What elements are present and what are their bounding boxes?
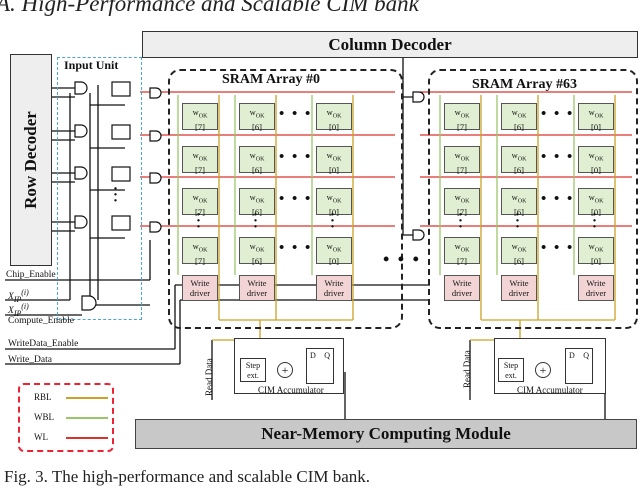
sram-cell-a63-r3-c0: wOK[7]: [444, 237, 480, 266]
section-title: A. High-Performance and Scalable CIM ban…: [0, 0, 419, 16]
row-dots: ···: [196, 207, 202, 235]
sram-cell-a0-r0-c0: wOK[7]: [182, 103, 218, 132]
column-dots: • • •: [541, 191, 575, 207]
legend: RBL WBL WL: [18, 383, 114, 452]
cim-accumulator-0-label: CIM Accumulator: [258, 385, 324, 395]
row-dots: ···: [592, 207, 598, 235]
adder-0: +: [277, 362, 293, 378]
sram-cell-a0-r2-c0: wOK[7]: [182, 188, 218, 217]
compute-enable-label: Compute_Enable: [8, 316, 74, 326]
sram-cell-a0-r2-c2: wOK[0]: [316, 188, 352, 217]
sram-cell-a0-r1-c1: wOK[6]: [239, 146, 275, 175]
legend-wl-label: WL: [34, 432, 48, 442]
column-dots: • • •: [541, 240, 575, 256]
x-input-a-label: XIP(i): [8, 288, 29, 305]
sram-cell-a0-r1-c0: wOK[7]: [182, 146, 218, 175]
read-data-label-63: Read Data: [462, 350, 472, 388]
write-data-label: Write_Data: [8, 355, 52, 365]
column-dots: • • •: [279, 149, 313, 165]
sram-cell-a63-r1-c0: wOK[7]: [444, 146, 480, 175]
read-data-label-0: Read Data: [204, 358, 214, 396]
column-dots: • • •: [541, 106, 575, 122]
column-dots: • • •: [279, 240, 313, 256]
sram-cell-a63-r0-c1: wOK[6]: [501, 103, 537, 132]
sram-cell-a63-r2-c0: wOK[7]: [444, 188, 480, 217]
column-dots: • • •: [279, 106, 313, 122]
row-dots: ···: [253, 207, 259, 235]
near-memory-label: Near-Memory Computing Module: [261, 424, 511, 443]
array-separator-dots: • • •: [383, 249, 421, 269]
column-decoder-label: Column Decoder: [328, 34, 452, 54]
input-unit: [57, 57, 142, 320]
sram-cell-a0-r3-c1: wOK[6]: [239, 237, 275, 266]
sram-cell-a0-r3-c2: wOK[0]: [316, 237, 352, 266]
sram-cell-a63-r1-c1: wOK[6]: [501, 146, 537, 175]
legend-rbl-label: RBL: [34, 392, 52, 402]
sram-cell-a0-r3-c0: wOK[7]: [182, 237, 218, 266]
x-input-b-label: XIP(i): [8, 302, 29, 319]
legend-swatches: [66, 397, 108, 439]
row-decoder: Row Decoder: [10, 54, 52, 266]
row-dots: ···: [515, 207, 521, 235]
adder-63: +: [535, 362, 551, 378]
sram-cell-a63-r3-c2: wOK[0]: [578, 237, 614, 266]
sram-cell-a0-r1-c2: wOK[0]: [316, 146, 352, 175]
column-decoder: Column Decoder: [142, 31, 638, 58]
sram-cell-a63-r2-c2: wOK[0]: [578, 188, 614, 217]
row-dots: ···: [330, 207, 336, 235]
sram-array-63: [428, 69, 638, 329]
sram-cell-a63-r1-c2: wOK[0]: [578, 146, 614, 175]
sram-array-0-label: SRAM Array #0: [222, 72, 320, 87]
chip-enable-label: Chip_Enable: [6, 270, 56, 280]
column-dots: • • •: [541, 149, 575, 165]
cim-accumulator-63-label: CIM Accumulator: [517, 385, 583, 395]
sram-array-63-label: SRAM Array #63: [472, 77, 577, 92]
sram-cell-a0-r0-c1: wOK[6]: [239, 103, 275, 132]
sram-cell-a63-r0-c2: wOK[0]: [578, 103, 614, 132]
near-memory-computing-module: Near-Memory Computing Module: [135, 419, 637, 449]
column-dots: • • •: [279, 191, 313, 207]
figure-caption: Fig. 3. The high-performance and scalabl…: [4, 467, 371, 486]
sram-array-0: [168, 69, 403, 329]
sram-cell-a0-r2-c1: wOK[6]: [239, 188, 275, 217]
sram-cell-a63-r3-c1: wOK[6]: [501, 237, 537, 266]
sram-cell-a0-r0-c2: wOK[0]: [316, 103, 352, 132]
input-unit-vertical-dots: ···: [113, 181, 119, 209]
sram-cell-a63-r0-c0: wOK[7]: [444, 103, 480, 132]
legend-wbl-label: WBL: [34, 412, 54, 422]
input-unit-label: Input Unit: [64, 58, 119, 72]
sram-cell-a63-r2-c1: wOK[6]: [501, 188, 537, 217]
row-decoder-label: Row Decoder: [21, 111, 40, 209]
row-dots: ···: [458, 207, 464, 235]
writedata-enable-label: WriteData_Enable: [8, 339, 79, 349]
